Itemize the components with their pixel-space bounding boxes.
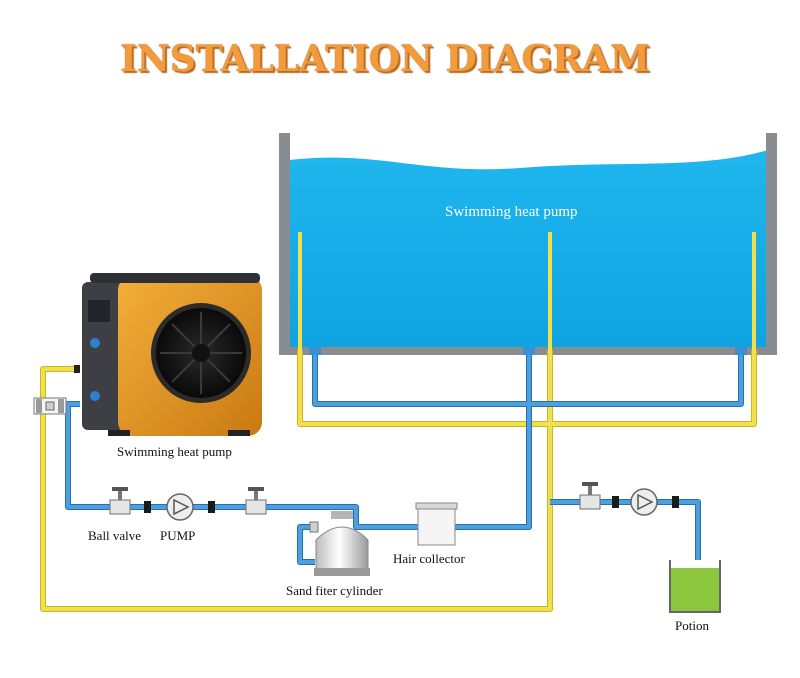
bypass-valve-icon bbox=[33, 397, 67, 415]
pipe-coupling bbox=[144, 501, 151, 513]
heat-pump-grille bbox=[88, 300, 110, 322]
heat-pump-label: Swimming heat pump bbox=[117, 444, 232, 459]
hair-collector-label: Hair collector bbox=[393, 551, 465, 566]
potion-label: Potion bbox=[675, 618, 709, 633]
pool-right-wall bbox=[766, 133, 777, 355]
pool-inlet-right bbox=[752, 232, 756, 350]
pipe-coupling bbox=[612, 496, 619, 508]
pool-drain-right bbox=[735, 347, 747, 355]
sand-filter-icon bbox=[309, 511, 370, 576]
heat-pump-top bbox=[90, 273, 260, 283]
pool-label: Swimming heat pump bbox=[445, 204, 578, 220]
sand-filter-label: Sand fiter cylinder bbox=[286, 583, 383, 598]
heat-pump-unit bbox=[82, 273, 262, 436]
pump-icon bbox=[166, 493, 194, 521]
pool-inlet-center bbox=[548, 232, 552, 350]
heat-pump-inlet-port bbox=[90, 338, 100, 348]
pool-water bbox=[290, 150, 768, 347]
pool-left-wall bbox=[279, 133, 290, 355]
pipe-joint bbox=[74, 365, 80, 373]
potion-liquid bbox=[670, 568, 720, 612]
pipe-coupling bbox=[208, 501, 215, 513]
pool-inlet-left bbox=[298, 232, 302, 350]
pipe-coupling bbox=[672, 496, 679, 508]
potion-tank bbox=[669, 560, 721, 613]
heat-pump-foot-right bbox=[228, 430, 250, 436]
pool bbox=[279, 133, 777, 355]
ball-valve-3-icon bbox=[579, 482, 601, 510]
heat-pump-outlet-port bbox=[90, 391, 100, 401]
ball-valve-label: Ball valve bbox=[88, 528, 142, 543]
hair-collector-icon bbox=[415, 502, 458, 546]
dosing-pump-icon bbox=[630, 488, 658, 516]
fan-hub bbox=[192, 344, 210, 362]
pool-drain-left bbox=[309, 347, 321, 355]
heat-pump-foot-left bbox=[108, 430, 130, 436]
diagram-title: INSTALLATION DIAGRAM bbox=[120, 38, 650, 80]
pool-drain-center bbox=[523, 347, 535, 355]
ball-valve-2-icon bbox=[245, 487, 267, 515]
pump-label: PUMP bbox=[160, 528, 196, 543]
ball-valve-1-icon bbox=[109, 487, 131, 515]
